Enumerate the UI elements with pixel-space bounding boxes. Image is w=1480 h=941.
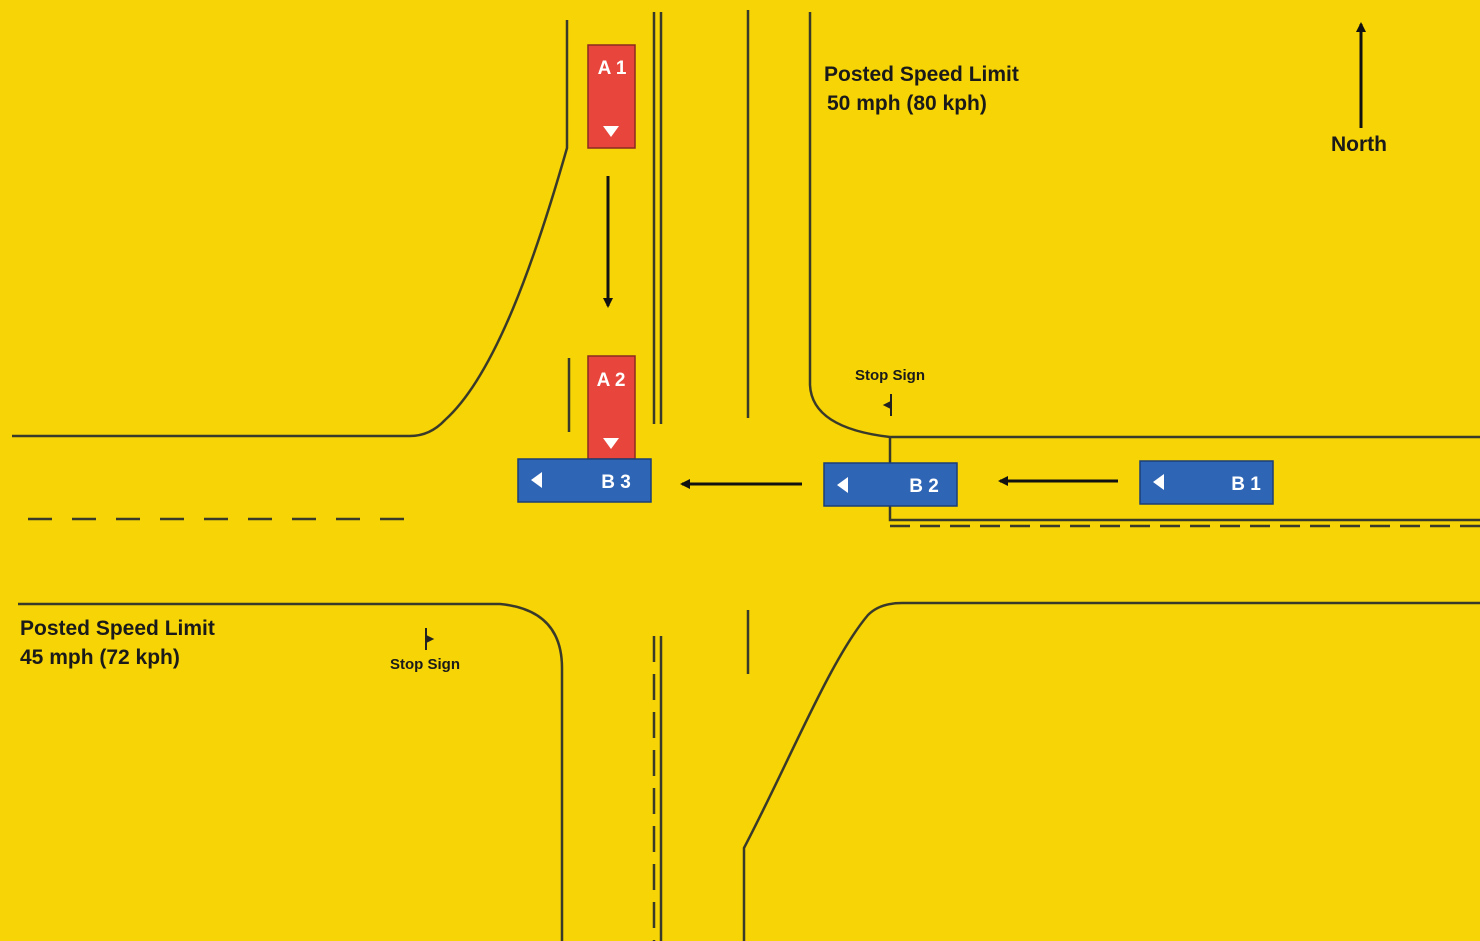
curb-northwest [12,20,569,438]
vehicle-a2: A 2 [587,355,636,460]
stop-sign-east-label: Stop Sign [855,367,925,384]
vehicle-a1: A 1 [587,44,636,149]
vehicle-b3-direction-icon [531,472,542,488]
stop-sign-west-post [425,628,435,650]
vehicle-a2-label: A 2 [597,370,626,391]
movement-arrows [603,22,1366,489]
vehicle-b2-direction-icon [837,477,848,493]
vehicle-b2: B 2 [823,462,958,507]
vehicle-b3: B 3 [517,458,652,503]
speed-limit-north: Posted Speed Limit 50 mph (80 kph) [824,60,1019,118]
speed-limit-north-value: 50 mph (80 kph) [827,92,987,115]
vehicle-b2-label: B 2 [909,476,939,497]
vehicle-b3-label: B 3 [601,472,631,493]
speed-limit-west: Posted Speed Limit 45 mph (72 kph) [20,614,215,672]
north-label: North [1331,133,1387,156]
curb-southeast [742,601,1480,941]
stop-sign-east-post [882,394,892,416]
vehicle-b1-label: B 1 [1231,474,1261,495]
speed-limit-north-title: Posted Speed Limit [824,63,1019,86]
vehicle-a1-direction-icon [603,126,619,137]
stop-sign-west-label: Stop Sign [390,656,460,673]
stop-sign-posts [425,394,892,650]
vehicle-b1-direction-icon [1153,474,1164,490]
vehicle-a2-direction-icon [603,438,619,449]
curb-southwest [18,602,564,941]
speed-limit-west-title: Posted Speed Limit [20,617,215,640]
vehicle-b2-body [823,462,958,507]
lane-markings [28,10,1480,941]
vehicle-a1-label: A 1 [598,58,627,79]
speed-limit-west-value: 45 mph (72 kph) [20,646,180,669]
vehicle-b1: B 1 [1139,460,1274,505]
curb-northeast [808,12,1480,439]
